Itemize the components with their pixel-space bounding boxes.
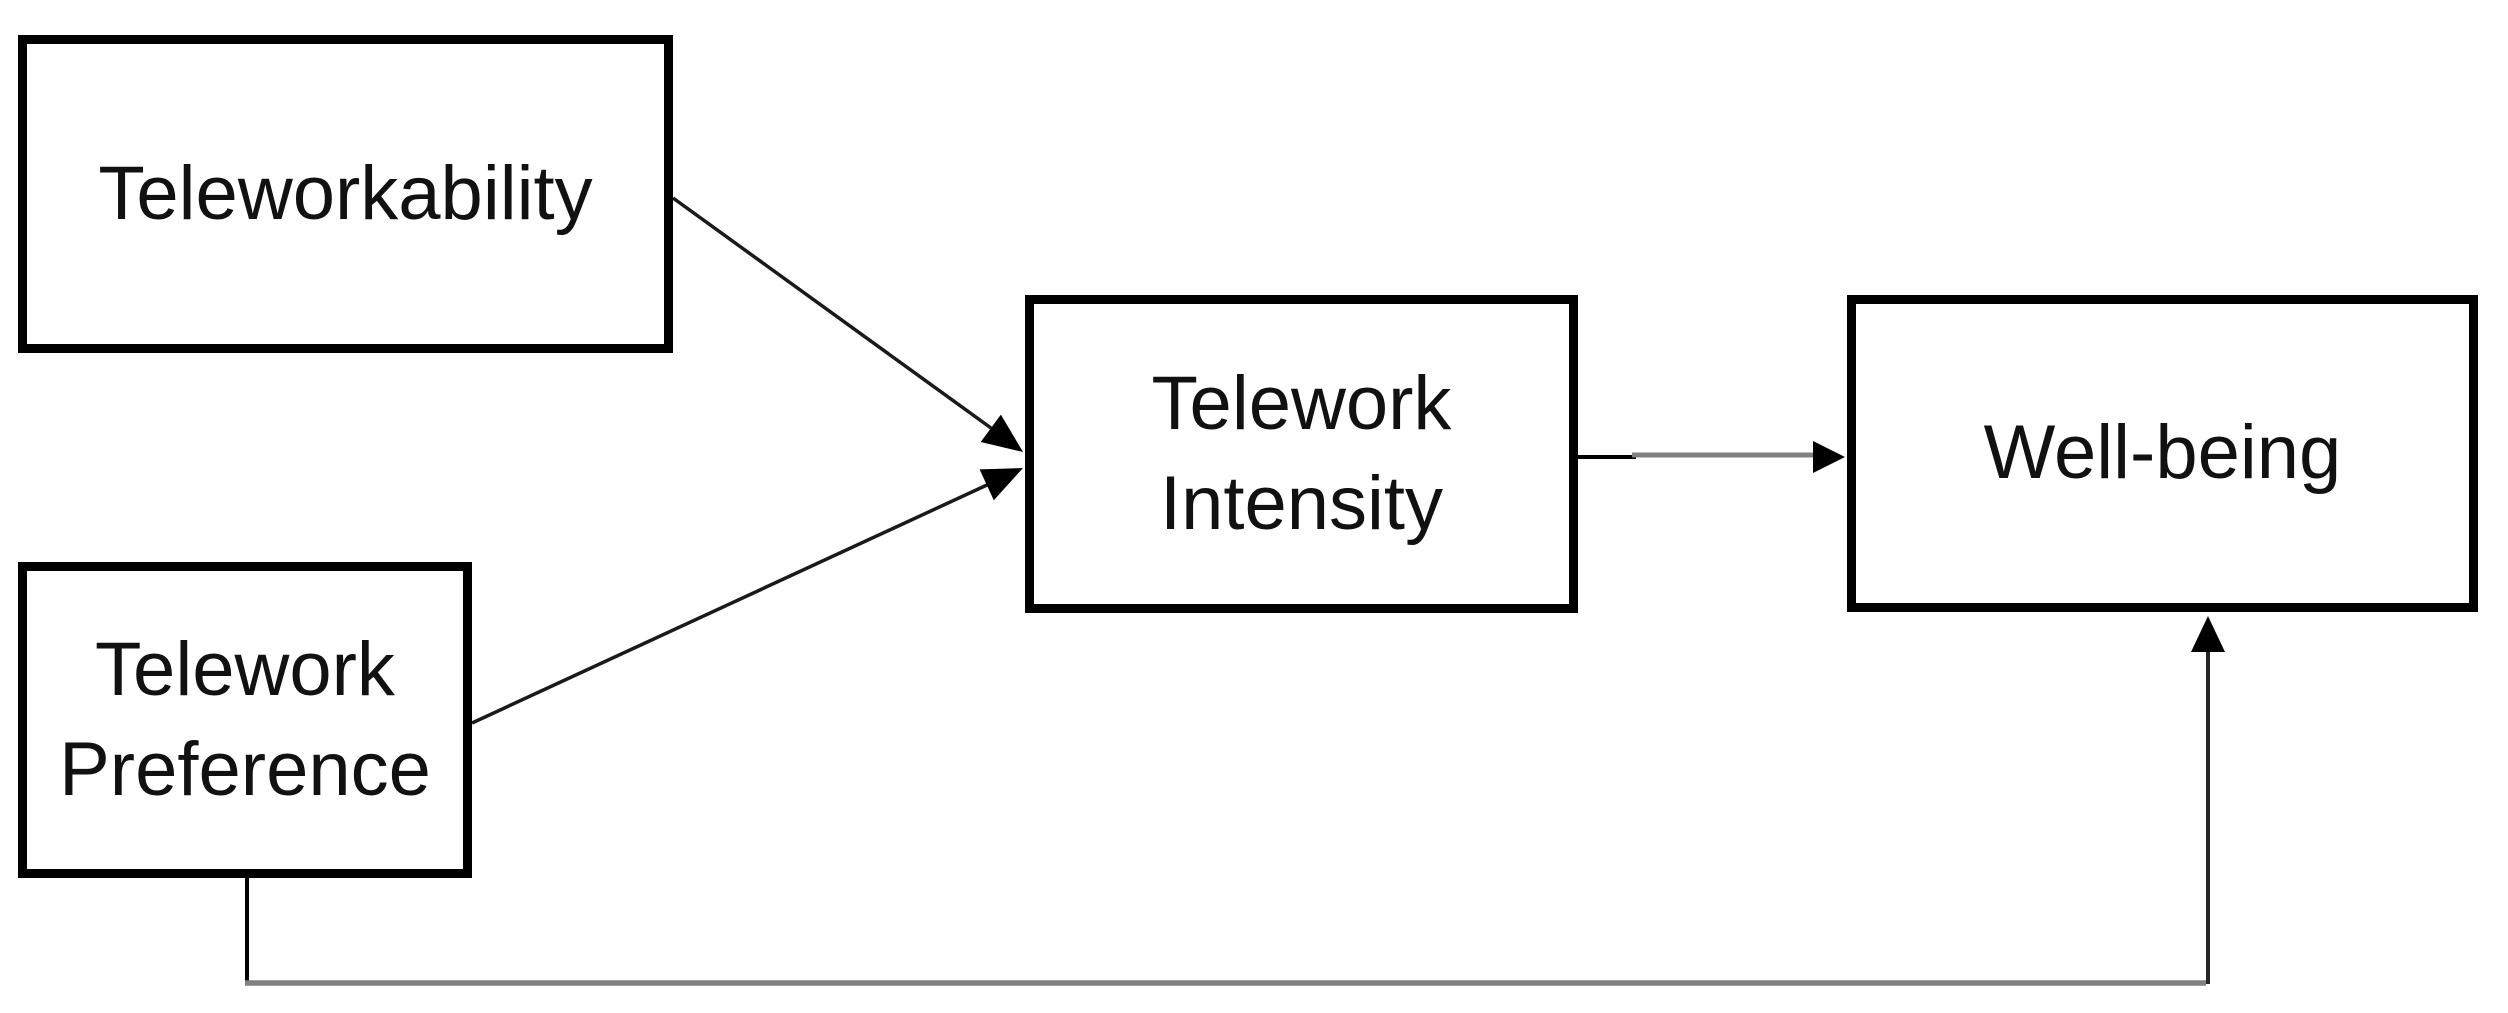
node-label-line2: Intensity <box>1159 461 1444 546</box>
node-label-line1: Telework <box>95 626 395 712</box>
node-telework-preference: Telework Preference <box>18 562 472 878</box>
arrowhead-intensity-upper <box>980 414 1023 452</box>
node-label: Well-being <box>1983 410 2342 496</box>
arrowhead-intensity-lower <box>979 468 1023 501</box>
node-teleworkability: Teleworkability <box>18 35 673 353</box>
arrowhead-wellbeing-left <box>1813 441 1845 473</box>
edge-preference-to-intensity <box>471 483 988 725</box>
edge-teleworkability-to-intensity <box>671 196 993 430</box>
node-label: Telework Intensity <box>1152 354 1452 555</box>
node-well-being: Well-being <box>1847 295 2478 612</box>
node-label: Telework Preference <box>59 620 431 821</box>
arrowhead-wellbeing-bottom <box>2191 616 2225 652</box>
node-label-line2: Preference <box>59 727 431 812</box>
node-label-line1: Telework <box>1151 360 1452 446</box>
node-telework-intensity: Telework Intensity <box>1025 295 1578 613</box>
node-label: Teleworkability <box>98 150 593 236</box>
